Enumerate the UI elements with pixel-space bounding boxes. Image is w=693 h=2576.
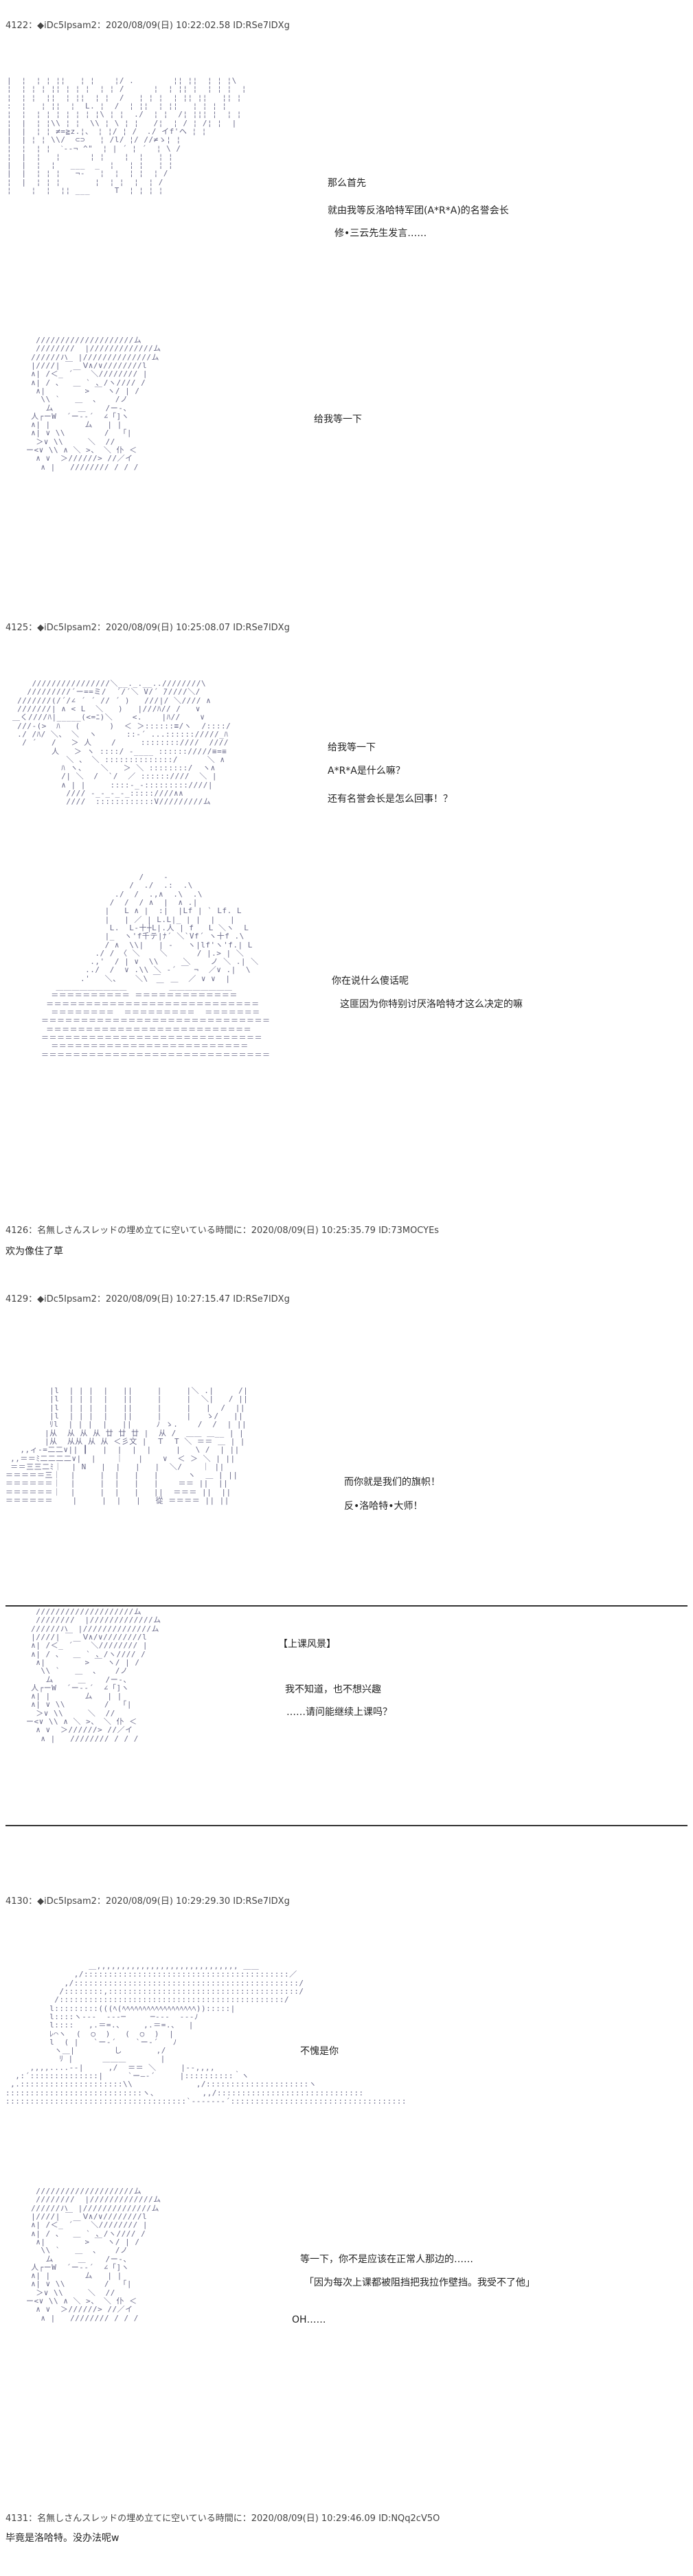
ascii-art-character: / - / ./ .: .\ ./ / .,∧ .\ .\ / / / ∧ | …	[41, 873, 271, 1059]
dialogue-line: 就由我等反洛哈特军团(A*R*A)的名誉会长	[328, 205, 509, 216]
ascii-art-character: ////////////////＼__._.__..////////\ ////…	[12, 679, 231, 807]
dialogue-line: 给我等一下	[328, 742, 376, 753]
divider	[5, 1605, 688, 1607]
divider	[5, 1825, 688, 1826]
dialogue-line: 还有名誉会长是怎么回事！？	[328, 794, 453, 805]
dialogue-line: OH……	[292, 2314, 326, 2325]
post-body: 欢为像住了草	[5, 1246, 63, 1257]
dialogue-line: 反•洛哈特•大师！	[344, 1501, 423, 1512]
dialogue-line: 我不知道，也不想兴趣	[285, 1684, 381, 1695]
scene-label: 【上课风景】	[278, 1639, 336, 1650]
post-header: 4125：◆iDc5Ipsam2：2020/08/09(日) 10:25:08.…	[5, 623, 290, 633]
dialogue-line: 那么首先	[328, 178, 366, 189]
post-header: 4129：◆iDc5Ipsam2：2020/08/09(日) 10:27:15.…	[5, 1294, 290, 1304]
dialogue-line: 「因为每次上课都被阻挡把我拉作壁挡。我受不了他」	[304, 2277, 535, 2288]
dialogue-line: ……请问能继续上课吗？	[286, 1707, 392, 1718]
post-header: 4131：名無しさんスレッドの埋め立てに空いている時間に：2020/08/09(…	[5, 2514, 440, 2524]
dialogue-line: 给我等一下	[314, 414, 362, 425]
dialogue-line: 而你就是我们的旗帜！	[344, 1477, 440, 1488]
dialogue-line: 这匪因为你特别讨厌洛哈特才这么决定的嘛	[340, 999, 523, 1010]
dialogue-line: 等一下，你不是应该在正常人那边的……	[300, 2254, 473, 2265]
dialogue-line: 不愧是你	[300, 2046, 339, 2057]
ascii-art-character: |l | | | | || | |＼ .| /| |l | | | | || |…	[5, 1386, 249, 1506]
dialogue-line: A*R*A是什么嘛？	[328, 766, 405, 777]
ascii-art-character: ////////////////////ム //////// |////////…	[26, 1607, 161, 1743]
dialogue-line: 修•三云先生发言……	[334, 228, 427, 239]
ascii-art-character: ////////////////////ム //////// |////////…	[26, 336, 161, 472]
ascii-art-character: ＿,,,,,,,,,,,,,,,,,,,,,,,,,,,,, ＿＿ ,/::::…	[5, 1962, 407, 2106]
ascii-art-character: ////////////////////ム //////// |////////…	[26, 2187, 161, 2323]
ascii-art-character: | ¦ ¦ ¦ ¦¦ ¦ ¦ ¦/ . ¦¦ ¦¦ ¦ ¦ ¦\ ¦ ¦ ¦ ¦…	[7, 76, 247, 196]
post-header: 4122：◆iDc5Ipsam2：2020/08/09(日) 10:22:02.…	[5, 21, 290, 31]
post-header: 4130：◆iDc5Ipsam2：2020/08/09(日) 10:29:29.…	[5, 1896, 290, 1907]
dialogue-line: 你在说什么傻话呢	[332, 976, 409, 987]
post-body: 毕竟是洛哈特。没办法呢w	[5, 2533, 120, 2544]
post-header: 4126：名無しさんスレッドの埋め立てに空いている時間に：2020/08/09(…	[5, 1226, 440, 1236]
